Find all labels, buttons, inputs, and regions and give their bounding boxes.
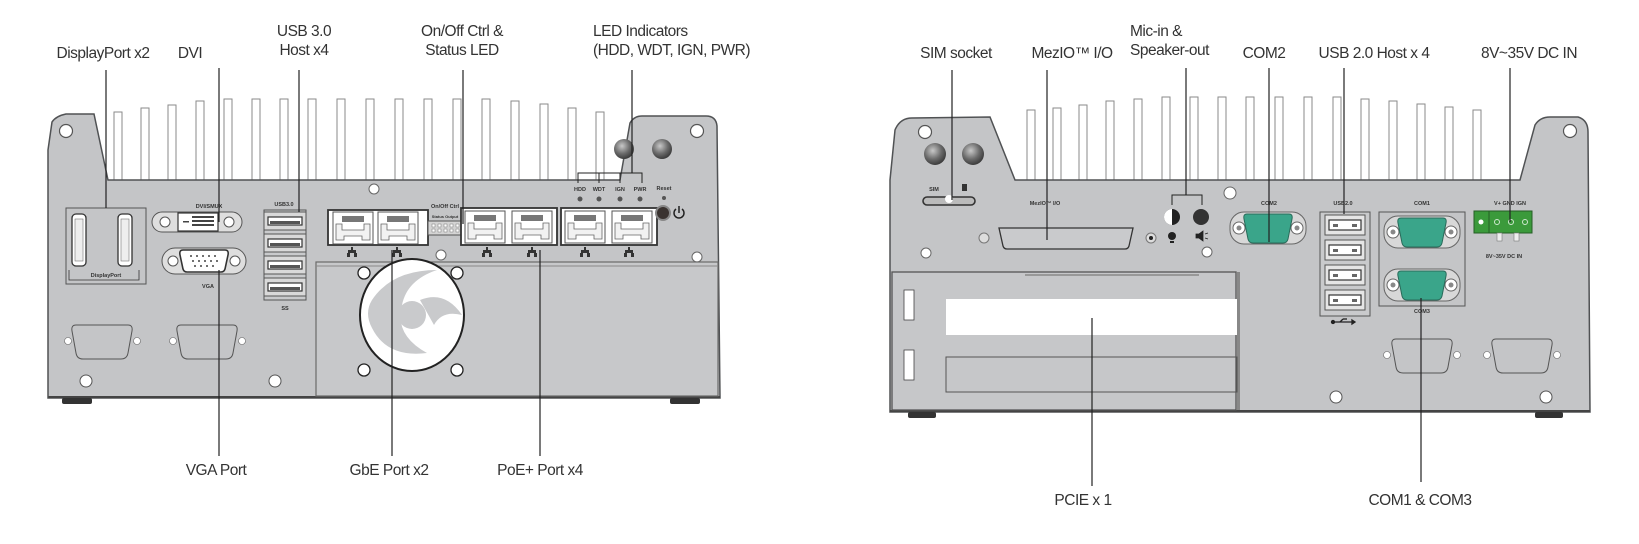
callout-usb30-line1: USB 3.0 <box>276 23 332 40</box>
status-silk: Status Output <box>432 214 459 219</box>
dc-in-silk: 8V~35V DC IN <box>1486 254 1522 260</box>
mount-hole-icon <box>1562 123 1578 139</box>
mount-hole-icon <box>689 123 705 139</box>
screw-icon <box>368 183 380 195</box>
onoff-silk: On/Off Ctrl <box>431 204 460 210</box>
callout-audio-line2: Speaker-out <box>1130 42 1209 59</box>
callout-usb30: USB 3.0 Host x4 <box>276 22 332 60</box>
callout-onoff-line1: On/Off Ctrl & <box>421 23 503 40</box>
reset-silk: Reset <box>657 186 672 192</box>
screw-icon <box>691 251 703 263</box>
led-icon <box>617 196 623 202</box>
com1-com3-ports: COM1 COM3 <box>1378 201 1466 315</box>
callout-com2: COM2 <box>1242 45 1286 62</box>
callout-gbe: GbE Port x2 <box>349 462 429 479</box>
power-symbol-icon <box>673 206 685 219</box>
callout-usb30-line2: Host x4 <box>279 42 329 59</box>
mount-hole-icon <box>917 124 933 140</box>
speaker-jack-icon <box>1193 209 1209 225</box>
led-icon <box>637 196 643 202</box>
rear-leader-lines <box>951 68 1511 486</box>
mount-hole-icon <box>1539 390 1553 404</box>
led-ign-silk: IGN <box>615 187 625 193</box>
callout-onoff: On/Off Ctrl & Status LED <box>421 22 503 60</box>
fan-icon <box>357 258 465 377</box>
mount-hole-icon <box>79 374 93 388</box>
callout-led-line1: LED Indicators <box>593 23 688 40</box>
antenna-knob-icon <box>614 139 634 159</box>
callout-mezio: MezIO™ I/O <box>1031 45 1113 62</box>
callout-led: LED Indicators (HDD, WDT, IGN, PWR) <box>593 22 751 60</box>
usb30-logo-icon: SS <box>281 306 289 312</box>
callout-onoff-line2: Status LED <box>425 42 499 59</box>
com3-silk: COM3 <box>1414 309 1430 315</box>
front-panel: DisplayPort DVI/SMUX <box>47 68 721 456</box>
callout-usb20: USB 2.0 Host x 4 <box>1318 45 1430 62</box>
sim-socket: SIM <box>922 184 976 206</box>
callout-dcin: 8V~35V DC IN <box>1480 45 1578 62</box>
usb-trident-icon <box>1330 318 1357 326</box>
usb20-ports: USB2.0 <box>1319 201 1371 326</box>
antenna-knob-icon <box>962 143 984 165</box>
rear-panel: SIM MezIO™ I/O <box>889 68 1591 486</box>
poe-ports <box>460 207 658 257</box>
callout-vga: VGA Port <box>185 462 247 479</box>
antenna-knob-icon <box>652 139 672 159</box>
screw-icon <box>1223 186 1237 200</box>
dc-in-terminal: V+ GND IGN 8V~35V DC IN <box>1473 201 1533 260</box>
front-foot-left <box>62 398 92 404</box>
mezio-silk: MezIO™ I/O <box>1030 201 1061 207</box>
usb30-ports: USB3.0 SS <box>263 202 307 312</box>
displayport-silk: DisplayPort <box>91 273 122 279</box>
onoff-ctrl-terminal: On/Off Ctrl Status Output <box>427 204 463 236</box>
antenna-knob-icon <box>924 143 946 165</box>
screw-icon <box>920 247 932 259</box>
pcie-bay <box>891 271 1240 411</box>
screw-icon <box>435 249 447 261</box>
led-indicators: HDD WDT IGN PWR <box>574 172 647 202</box>
callout-sim: SIM socket <box>920 45 992 62</box>
vga-port: VGA <box>161 247 247 290</box>
front-foot-right <box>670 398 700 404</box>
rear-foot-right <box>1535 412 1563 418</box>
mezio-connector: MezIO™ I/O <box>978 201 1157 250</box>
sim-card-icon <box>962 184 967 191</box>
reset-button-icon <box>662 196 666 200</box>
usb30-silk: USB3.0 <box>274 202 293 208</box>
mic-icon <box>1168 232 1176 240</box>
audio-jacks <box>1164 194 1213 258</box>
callout-audio: Mic-in & Speaker-out <box>1130 22 1209 60</box>
mount-hole-icon <box>1329 390 1343 404</box>
callout-pcie: PCIE x 1 <box>1054 492 1112 509</box>
callout-led-line2: (HDD, WDT, IGN, PWR) <box>593 42 751 59</box>
speaker-icon <box>1195 230 1209 242</box>
callout-audio-line1: Mic-in & <box>1130 23 1182 40</box>
rear-foot-left <box>908 412 936 418</box>
callout-com13: COM1 & COM3 <box>1368 492 1472 509</box>
rear-heatsink-fins <box>1026 96 1482 183</box>
screw-icon <box>1201 246 1213 258</box>
led-pwr-silk: PWR <box>634 187 647 193</box>
callout-displayport: DisplayPort x2 <box>56 45 150 62</box>
callout-poe: PoE+ Port x4 <box>497 462 583 479</box>
usb20-silk: USB2.0 <box>1333 201 1352 207</box>
dvi-silk: DVI/SMUX <box>196 204 223 210</box>
vga-silk: VGA <box>202 284 214 290</box>
front-heatsink-fins <box>113 98 605 183</box>
sim-silk: SIM <box>929 187 939 193</box>
com1-silk: COM1 <box>1414 201 1430 207</box>
displayport-ports: DisplayPort <box>65 207 147 285</box>
led-wdt-silk: WDT <box>593 187 606 193</box>
mount-hole-icon <box>268 374 282 388</box>
front-leader-lines <box>105 68 633 456</box>
power-button-icon <box>655 205 671 221</box>
led-icon <box>577 196 583 202</box>
led-icon <box>596 196 602 202</box>
mount-hole-icon <box>58 123 74 139</box>
callout-dvi: DVI <box>177 45 203 62</box>
led-hdd-silk: HDD <box>574 187 586 193</box>
